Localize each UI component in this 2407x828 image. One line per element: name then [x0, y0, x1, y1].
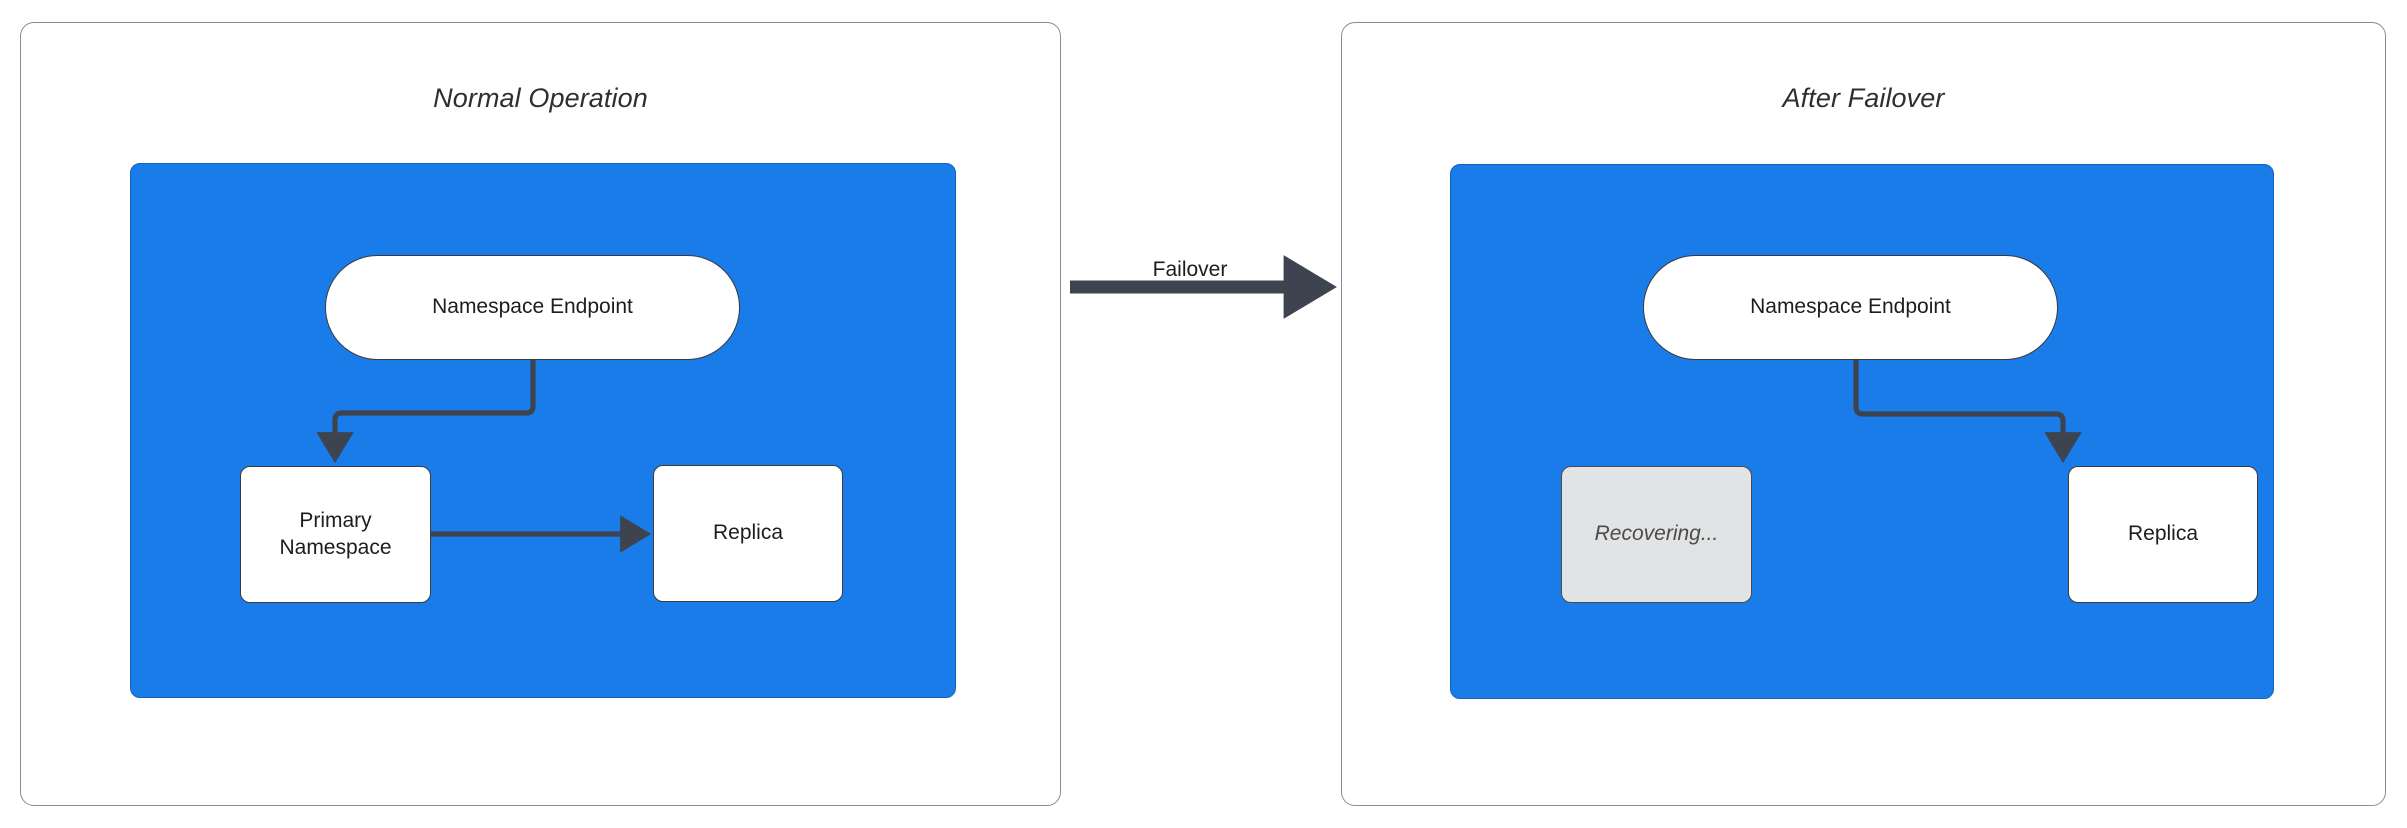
edge-label-data-replication: Data Replication: [471, 337, 613, 357]
node-namespace-endpoint-right[interactable]: Namespace Endpoint: [1643, 255, 2058, 360]
panel-title-after-failover: After Failover: [1782, 83, 1945, 113]
node-primary-line-1: Primary: [299, 509, 372, 533]
node-namespace-endpoint-left[interactable]: Namespace Endpoint: [325, 255, 740, 360]
node-primary-line-2: Namespace: [279, 535, 392, 559]
node-replica-left[interactable]: Replica: [653, 465, 843, 602]
zone-primary-region: [130, 163, 956, 698]
node-primary-namespace-text: Primary Namespace: [279, 508, 391, 561]
edge-label-failover: Failover: [1152, 258, 1228, 281]
node-recovering[interactable]: Recovering...: [1561, 466, 1752, 603]
node-primary-namespace[interactable]: Primary Namespace: [240, 466, 431, 603]
panel-title-normal-operation: Normal Operation: [433, 83, 648, 113]
node-replica-right[interactable]: Replica: [2068, 466, 2258, 603]
zone-failover-region: [1450, 164, 2274, 699]
